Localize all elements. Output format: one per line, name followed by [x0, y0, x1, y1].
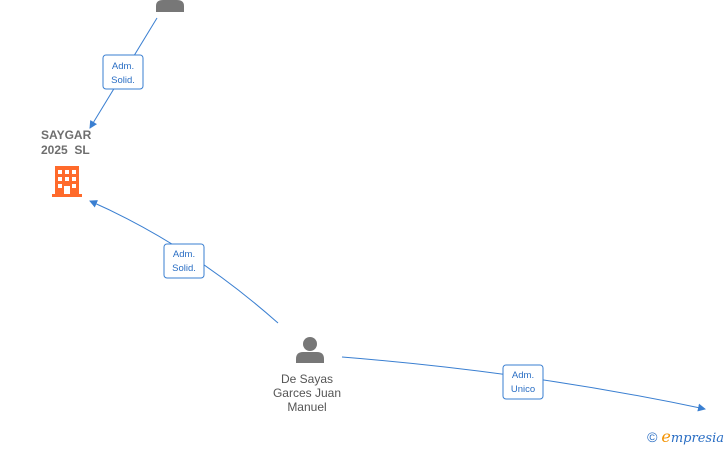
edge-label-middle[interactable]: Adm. Solid.: [163, 243, 205, 279]
brand-name: empresia: [661, 427, 724, 446]
edge-label-line1: Adm.: [112, 61, 134, 72]
building-icon[interactable]: [52, 166, 82, 197]
brand-initial: e: [661, 427, 671, 446]
company-name-line1: SAYGAR: [41, 128, 92, 142]
edge-label-line2: Solid.: [111, 75, 135, 86]
person-icon[interactable]: [156, 0, 184, 12]
person-icon[interactable]: [296, 337, 324, 363]
edge-label-top[interactable]: Adm. Solid.: [102, 54, 144, 90]
person-name[interactable]: De Sayas Garces Juan Manuel: [252, 372, 362, 414]
brand-rest: mpresia: [670, 431, 724, 446]
company-name[interactable]: SAYGAR 2025 SL: [41, 128, 91, 158]
copyright-symbol: ©: [647, 428, 658, 445]
brand-logo: © empresia: [647, 427, 724, 446]
edge-label-line2: Solid.: [172, 263, 196, 274]
edge-label-line1: Adm.: [512, 370, 534, 381]
person-name-line: Garces Juan: [272, 386, 342, 400]
person-name-line: De Sayas: [280, 372, 334, 386]
edge-label-line2: Unico: [511, 384, 535, 395]
company-name-line2: 2025 SL: [41, 143, 90, 157]
edge-label-right[interactable]: Adm. Unico: [502, 364, 544, 400]
person-name-line: Manuel: [287, 400, 327, 414]
edge-label-line1: Adm.: [173, 249, 195, 260]
